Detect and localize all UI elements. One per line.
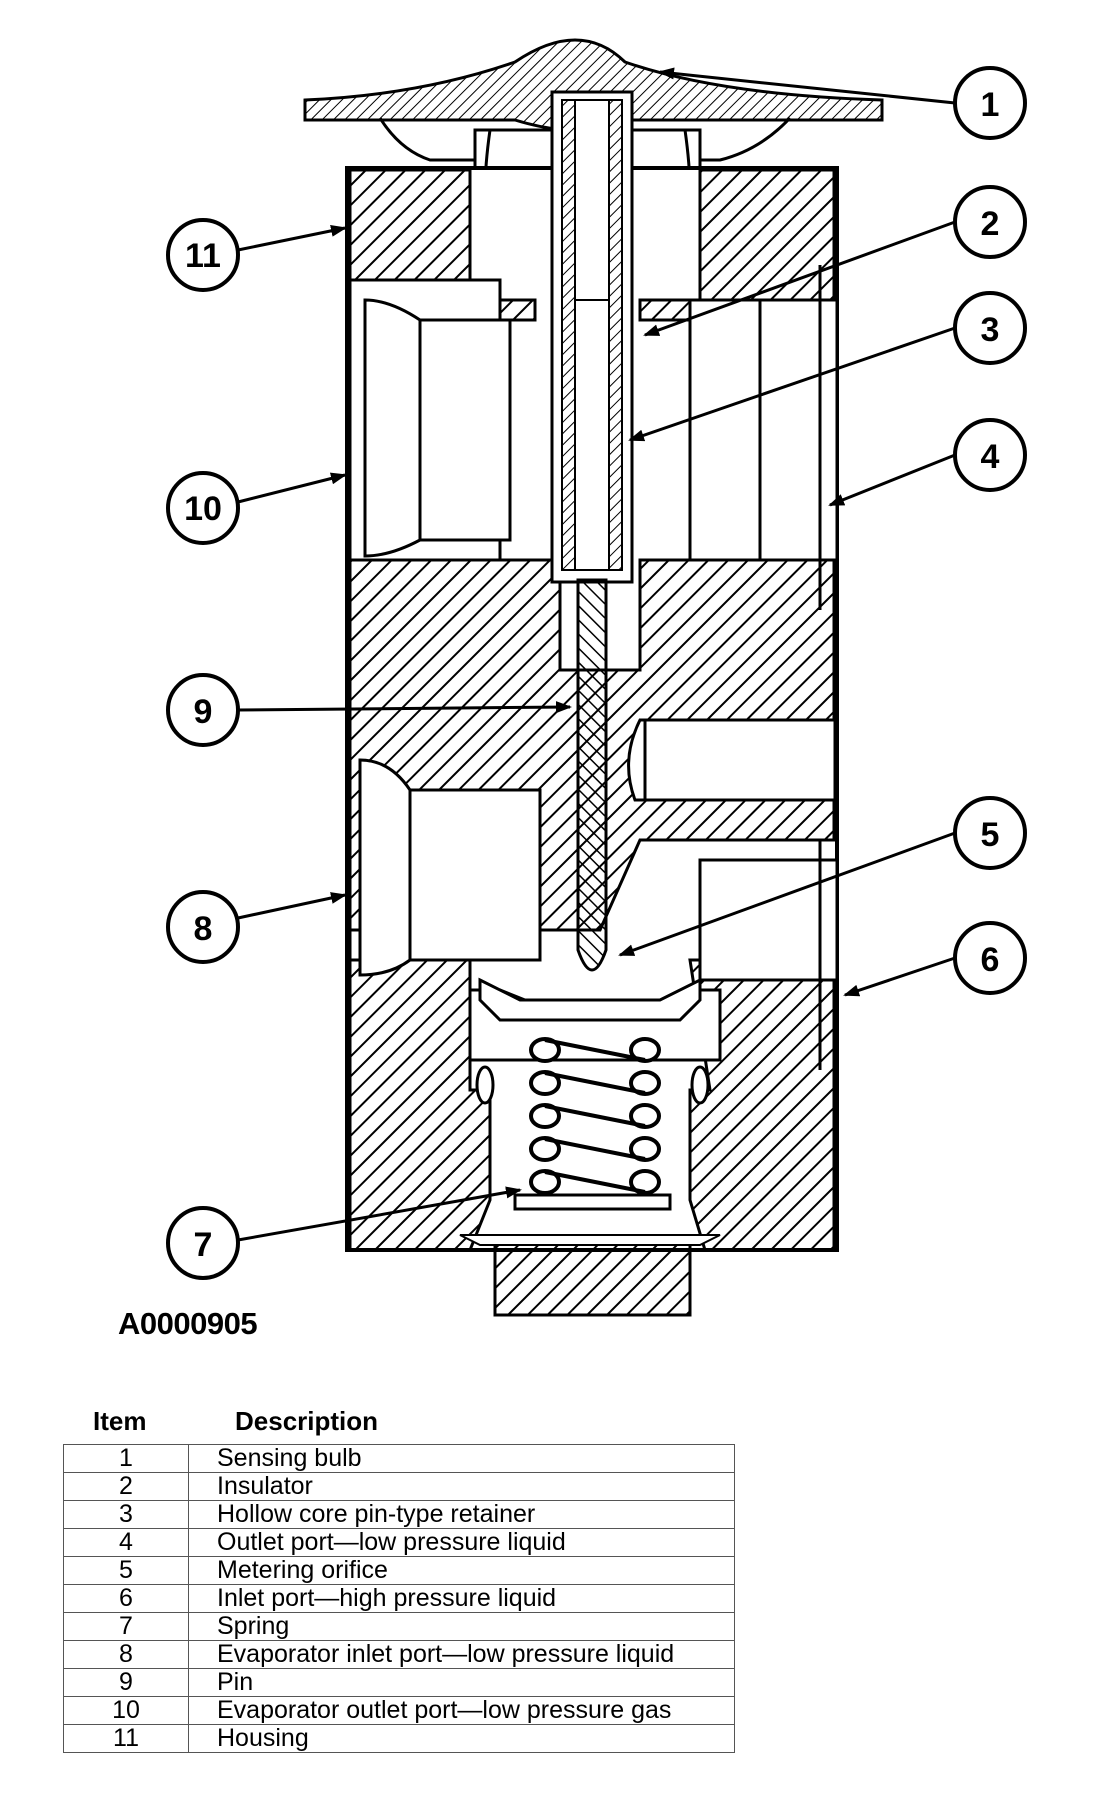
- legend-item-description: Insulator: [188, 1472, 735, 1501]
- callout-10: 10: [166, 471, 240, 545]
- leader-7: [237, 1186, 522, 1242]
- legend-item-description: Spring: [188, 1612, 735, 1641]
- legend-header: Item Description: [63, 1404, 735, 1444]
- svg-text:8: 8: [194, 910, 213, 948]
- callout-7: 7: [166, 1206, 240, 1280]
- legend-item-description: Evaporator outlet port—low pressure gas: [188, 1696, 735, 1725]
- svg-text:1: 1: [981, 86, 1000, 124]
- svg-text:7: 7: [194, 1226, 213, 1264]
- svg-text:6: 6: [981, 941, 1000, 979]
- callout-4: 4: [953, 418, 1027, 492]
- legend-item-description: Evaporator inlet port—low pressure liqui…: [188, 1640, 735, 1669]
- callout-9: 9: [166, 673, 240, 747]
- callout-5: 5: [953, 796, 1027, 870]
- legend-item-description: Outlet port—low pressure liquid: [188, 1528, 735, 1557]
- legend-item-description: Housing: [188, 1724, 735, 1753]
- legend-header-item: Item: [93, 1406, 147, 1436]
- spring-assembly: [468, 977, 722, 1211]
- leader-3: [628, 326, 956, 442]
- legend-item-number: 9: [63, 1668, 189, 1697]
- pin-assembly: [550, 90, 634, 972]
- leader-9: [237, 701, 572, 714]
- callout-3: 3: [953, 291, 1027, 365]
- leader-2: [643, 220, 956, 337]
- svg-text:4: 4: [981, 438, 1000, 476]
- legend-item-number: 4: [63, 1528, 189, 1557]
- svg-text:10: 10: [184, 490, 222, 528]
- ports: [348, 265, 839, 1070]
- legend-item-description: Sensing bulb: [188, 1444, 735, 1473]
- leader-6: [843, 956, 956, 997]
- leader-11: [237, 224, 347, 252]
- legend-item-number: 10: [63, 1696, 189, 1725]
- legend-item-description: Metering orifice: [188, 1556, 735, 1585]
- leader-8: [237, 892, 347, 920]
- svg-text:9: 9: [194, 693, 213, 731]
- leader-lines: [237, 67, 956, 1242]
- leader-10: [237, 472, 347, 504]
- legend-item-description: Hollow core pin-type retainer: [188, 1500, 735, 1529]
- callout-8: 8: [166, 890, 240, 964]
- callout-6: 6: [953, 921, 1027, 995]
- callout-11: 11: [166, 218, 240, 292]
- expansion-valve-diagram: 1 2 3 4 5 6 7 8 9 10 11: [166, 38, 1027, 1317]
- legend-item-number: 2: [63, 1472, 189, 1501]
- callout-1: 1: [953, 66, 1027, 140]
- legend-item-number: 11: [63, 1724, 189, 1753]
- legend-item-number: 8: [63, 1640, 189, 1669]
- legend-item-description: Inlet port—high pressure liquid: [188, 1584, 735, 1613]
- leader-5: [618, 831, 956, 957]
- svg-text:2: 2: [981, 205, 1000, 243]
- svg-text:11: 11: [185, 237, 221, 275]
- legend-item-number: 7: [63, 1612, 189, 1641]
- legend-item-description: Pin: [188, 1668, 735, 1697]
- legend-header-description: Description: [235, 1406, 379, 1436]
- legend-item-number: 6: [63, 1584, 189, 1613]
- leader-1: [658, 67, 956, 105]
- svg-text:3: 3: [981, 311, 1000, 349]
- callout-2: 2: [953, 185, 1027, 259]
- legend-item-number: 3: [63, 1500, 189, 1529]
- figure-id: A0000905: [118, 1306, 258, 1341]
- leader-4: [828, 453, 956, 507]
- svg-text:5: 5: [981, 816, 1000, 854]
- legend-item-number: 5: [63, 1556, 189, 1585]
- legend-item-number: 1: [63, 1444, 189, 1473]
